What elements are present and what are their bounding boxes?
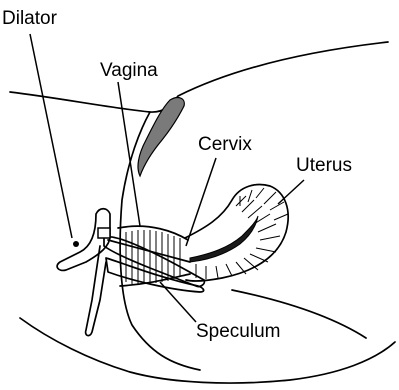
label-cervix: Cervix — [198, 134, 252, 155]
uterus-shape — [185, 185, 288, 282]
upper-body-contour — [10, 42, 388, 112]
dilator-leader — [30, 34, 72, 238]
vagina-walls — [118, 226, 190, 286]
speculum-instrument — [57, 209, 204, 336]
label-uterus: Uterus — [296, 155, 352, 176]
label-dilator: Dilator — [2, 8, 58, 29]
cervix-leader — [186, 158, 216, 246]
label-speculum: Speculum — [196, 321, 281, 342]
speculum-leader — [160, 282, 196, 322]
label-vagina: Vagina — [100, 60, 158, 81]
uterus-leader — [278, 180, 304, 204]
pubic-tissue — [138, 98, 184, 176]
uterine-cavity — [190, 216, 258, 262]
